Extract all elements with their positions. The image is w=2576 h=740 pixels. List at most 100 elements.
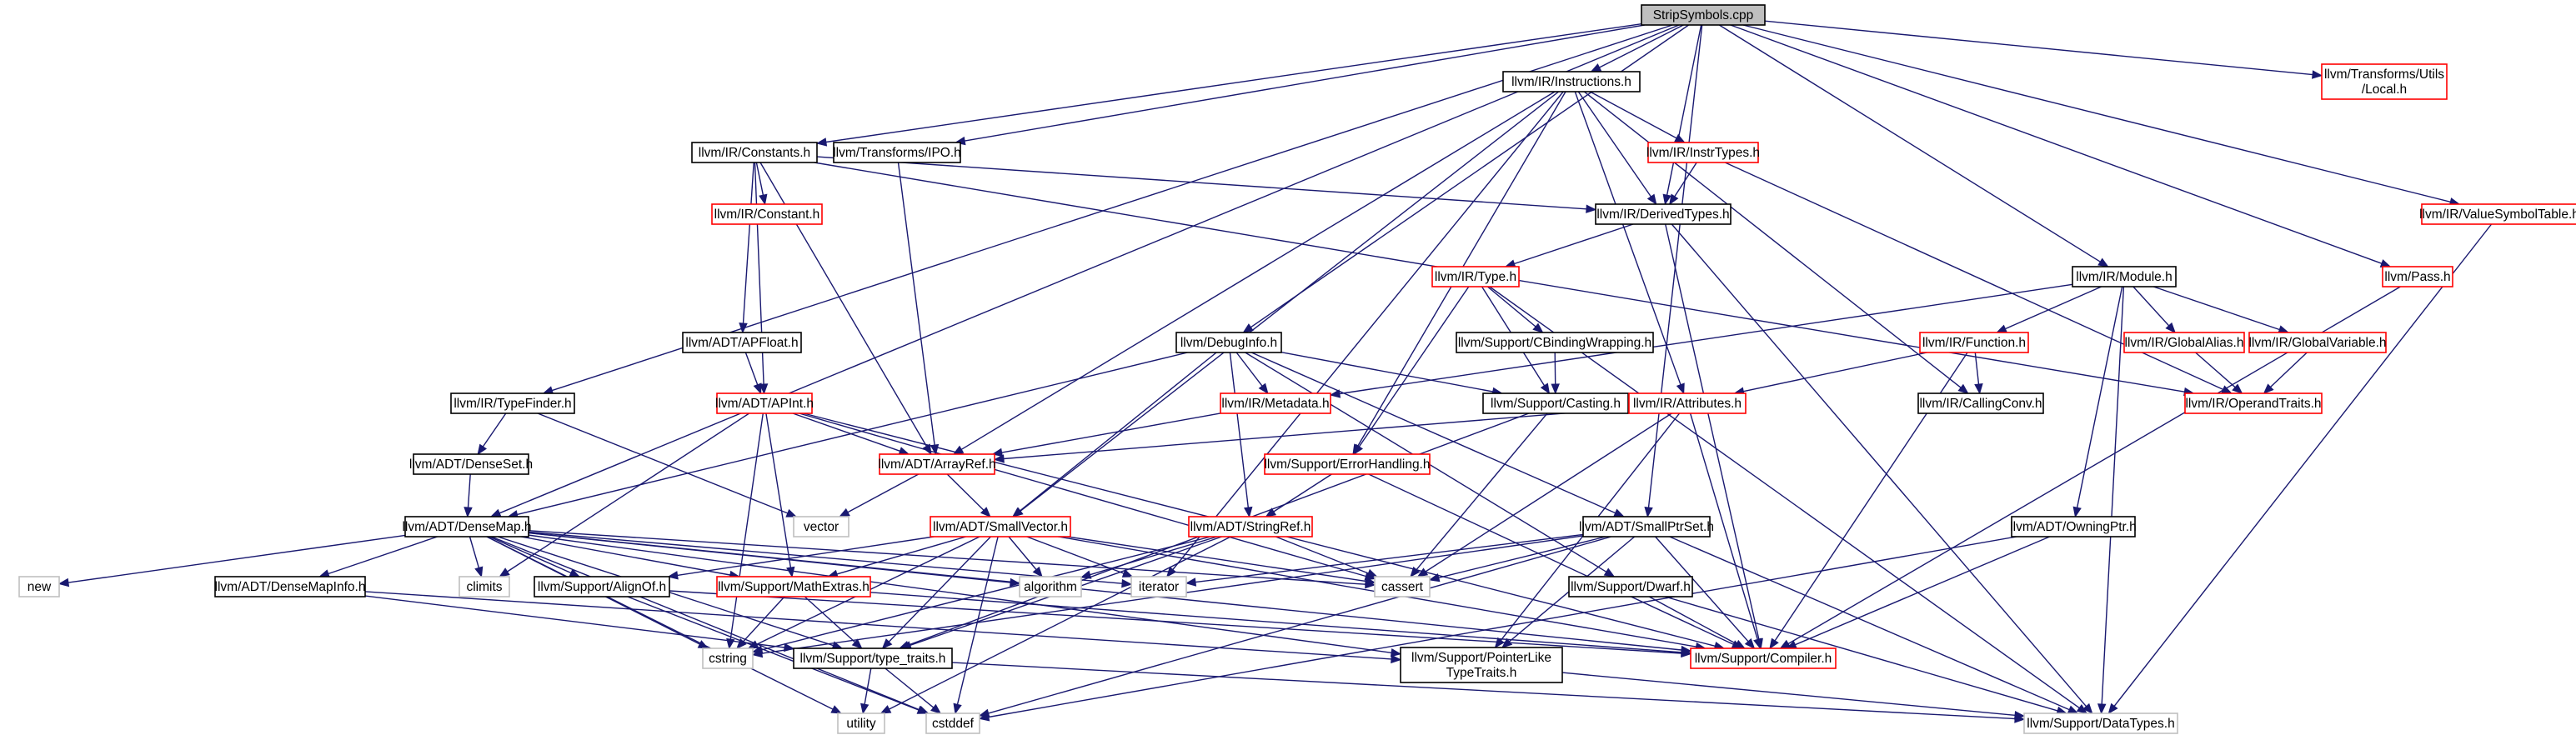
node-ipo[interactable]: llvm/Transforms/IPO.h (833, 142, 961, 163)
edge-stringref-to-algorithm (1080, 536, 1218, 579)
edge-denseset-to-densemap (464, 473, 473, 518)
edge-arrayref-to-vector (839, 473, 920, 518)
node-globalvariable[interactable]: llvm/IR/GlobalVariable.h (2248, 332, 2387, 353)
node-dwarf[interactable]: llvm/Support/Dwarf.h (1568, 576, 1693, 598)
node-stringref[interactable]: llvm/ADT/StringRef.h (1188, 516, 1313, 538)
node-box (450, 392, 575, 414)
node-box (793, 648, 953, 669)
node-casting[interactable]: llvm/Support/Casting.h (1482, 392, 1629, 414)
node-cbinding[interactable]: llvm/Support/CBindingWrapping.h (1456, 332, 1654, 353)
edge-type-to-cbinding (1486, 286, 1544, 333)
node-root[interactable]: StripSymbols.cpp (1641, 4, 1766, 26)
edge-instructions-to-derivedtypes (1577, 91, 1657, 206)
node-box (1595, 203, 1732, 225)
edge-constants-to-apfloat (739, 162, 754, 334)
node-owningptr[interactable]: llvm/ADT/OwningPtr.h (2010, 516, 2137, 538)
node-label: llvm/IR/InstrTypes.h (1646, 146, 1760, 160)
node-box (1019, 576, 1082, 598)
node-compiler[interactable]: llvm/Support/Compiler.h (1690, 648, 1837, 669)
node-label: utility (846, 717, 876, 731)
node-metadata[interactable]: llvm/IR/Metadata.h (1220, 392, 1331, 414)
node-box (925, 712, 980, 734)
edge-arrayref-to-smallvector (946, 473, 991, 518)
node-apint[interactable]: llvm/ADT/APInt.h (715, 392, 814, 414)
edge-smallptrset-to-cassert (1428, 536, 1606, 582)
node-utility: utility (837, 712, 885, 734)
node-densemap[interactable]: llvm/ADT/DenseMap.h (402, 516, 532, 538)
node-valuesymtab[interactable]: llvm/IR/ValueSymbolTable.h (2419, 203, 2576, 225)
node-box (2072, 266, 2177, 288)
node-label: llvm/IR/ValueSymbolTable.h (2419, 208, 2576, 222)
node-constant[interactable]: llvm/IR/Constant.h (711, 203, 823, 225)
node-constants[interactable]: llvm/IR/Constants.h (691, 142, 818, 163)
node-box (413, 453, 529, 475)
node-pass[interactable]: llvm/Pass.h (2382, 266, 2453, 288)
node-box (837, 712, 885, 734)
node-instructions[interactable]: llvm/IR/Instructions.h (1502, 71, 1641, 92)
edge-pointerlike-to-datatypes (1561, 672, 2026, 720)
node-box (1502, 71, 1641, 92)
node-label: llvm/Support/type_traits.h (800, 652, 946, 666)
node-typefinder[interactable]: llvm/IR/TypeFinder.h (450, 392, 575, 414)
node-label: StripSymbols.cpp (1653, 8, 1754, 22)
edge-module-to-datatypes (2097, 286, 2125, 715)
node-alignof[interactable]: llvm/Support/AlignOf.h (534, 576, 670, 598)
node-derivedtypes[interactable]: llvm/IR/DerivedTypes.h (1595, 203, 1732, 225)
node-operandtraits[interactable]: llvm/IR/OperandTraits.h (2184, 392, 2323, 414)
node-smallptrset[interactable]: llvm/ADT/SmallPtrSet.h (1579, 516, 1714, 538)
node-label: vector (804, 520, 839, 534)
node-apfloat[interactable]: llvm/ADT/APFloat.h (682, 332, 802, 353)
node-label: llvm/IR/Module.h (2076, 270, 2172, 284)
node-smallvector[interactable]: llvm/ADT/SmallVector.h (930, 516, 1071, 538)
node-box (682, 332, 802, 353)
node-label: llvm/ADT/DenseMapInfo.h (215, 580, 366, 594)
node-denseset[interactable]: llvm/ADT/DenseSet.h (409, 453, 533, 475)
node-box (716, 392, 813, 414)
edge-densemap-to-pointerlike (528, 534, 1402, 658)
node-box (879, 453, 995, 475)
edge-smallptrset-to-cstddef (978, 536, 1611, 718)
edge-debuginfo-to-densemap (507, 352, 1188, 519)
node-mathextras[interactable]: llvm/Support/MathExtras.h (716, 576, 871, 598)
node-label: llvm/IR/Instructions.h (1511, 75, 1631, 89)
edge-smallvector-to-cstddef (953, 536, 999, 715)
node-box (1220, 392, 1331, 414)
node-box (1917, 392, 2044, 414)
node-label: TypeTraits.h (1446, 666, 1517, 680)
node-box (702, 648, 754, 669)
edge-instrtypes-to-derivedtypes (1669, 162, 1697, 206)
node-type[interactable]: llvm/IR/Type.h (1431, 266, 1520, 288)
node-label: cstring (709, 652, 747, 666)
edge-debuginfo-to-smallvector (1011, 352, 1217, 518)
node-module[interactable]: llvm/IR/Module.h (2072, 266, 2177, 288)
edge-densemap-to-utility (486, 536, 843, 714)
node-label: llvm/IR/OperandTraits.h (2185, 397, 2321, 411)
node-attributes[interactable]: llvm/IR/Attributes.h (1628, 392, 1747, 414)
edge-densemap-to-iterator (528, 531, 1133, 588)
node-arrayref[interactable]: llvm/ADT/ArrayRef.h (878, 453, 996, 475)
node-debuginfo[interactable]: llvm/DebugInfo.h (1175, 332, 1282, 353)
node-label: llvm/ADT/APInt.h (715, 397, 814, 411)
edge-apint-to-mathextras (765, 412, 795, 578)
edge-errorhandling-to-stringref (1265, 473, 1332, 518)
node-box (2184, 392, 2323, 414)
node-errorhandling[interactable]: llvm/Support/ErrorHandling.h (1264, 453, 1431, 475)
node-instrtypes[interactable]: llvm/IR/InstrTypes.h (1646, 142, 1760, 163)
node-label: llvm/IR/TypeFinder.h (454, 397, 571, 411)
node-utils_local[interactable]: llvm/Transforms/Utils/Local.h (2321, 63, 2448, 100)
edge-root-to-valuesymtab (1742, 24, 2461, 207)
edge-smallvector-to-algorithm (1008, 536, 1043, 578)
node-function[interactable]: llvm/IR/Function.h (1919, 332, 2029, 353)
node-densemapinfo[interactable]: llvm/ADT/DenseMapInfo.h (214, 576, 366, 598)
node-box (833, 142, 961, 163)
node-typetraits[interactable]: llvm/Support/type_traits.h (793, 648, 953, 669)
edge-smallptrset-to-compiler (1655, 536, 1756, 649)
node-vector: vector (793, 516, 849, 538)
node-callingconv[interactable]: llvm/IR/CallingConv.h (1917, 392, 2044, 414)
node-label: llvm/ADT/DenseMap.h (402, 520, 531, 534)
node-box (214, 576, 366, 598)
node-globalalias[interactable]: llvm/IR/GlobalAlias.h (2123, 332, 2245, 353)
edge-casting-to-cassert (1410, 412, 1548, 578)
edge-root-to-pass (1730, 24, 2392, 268)
